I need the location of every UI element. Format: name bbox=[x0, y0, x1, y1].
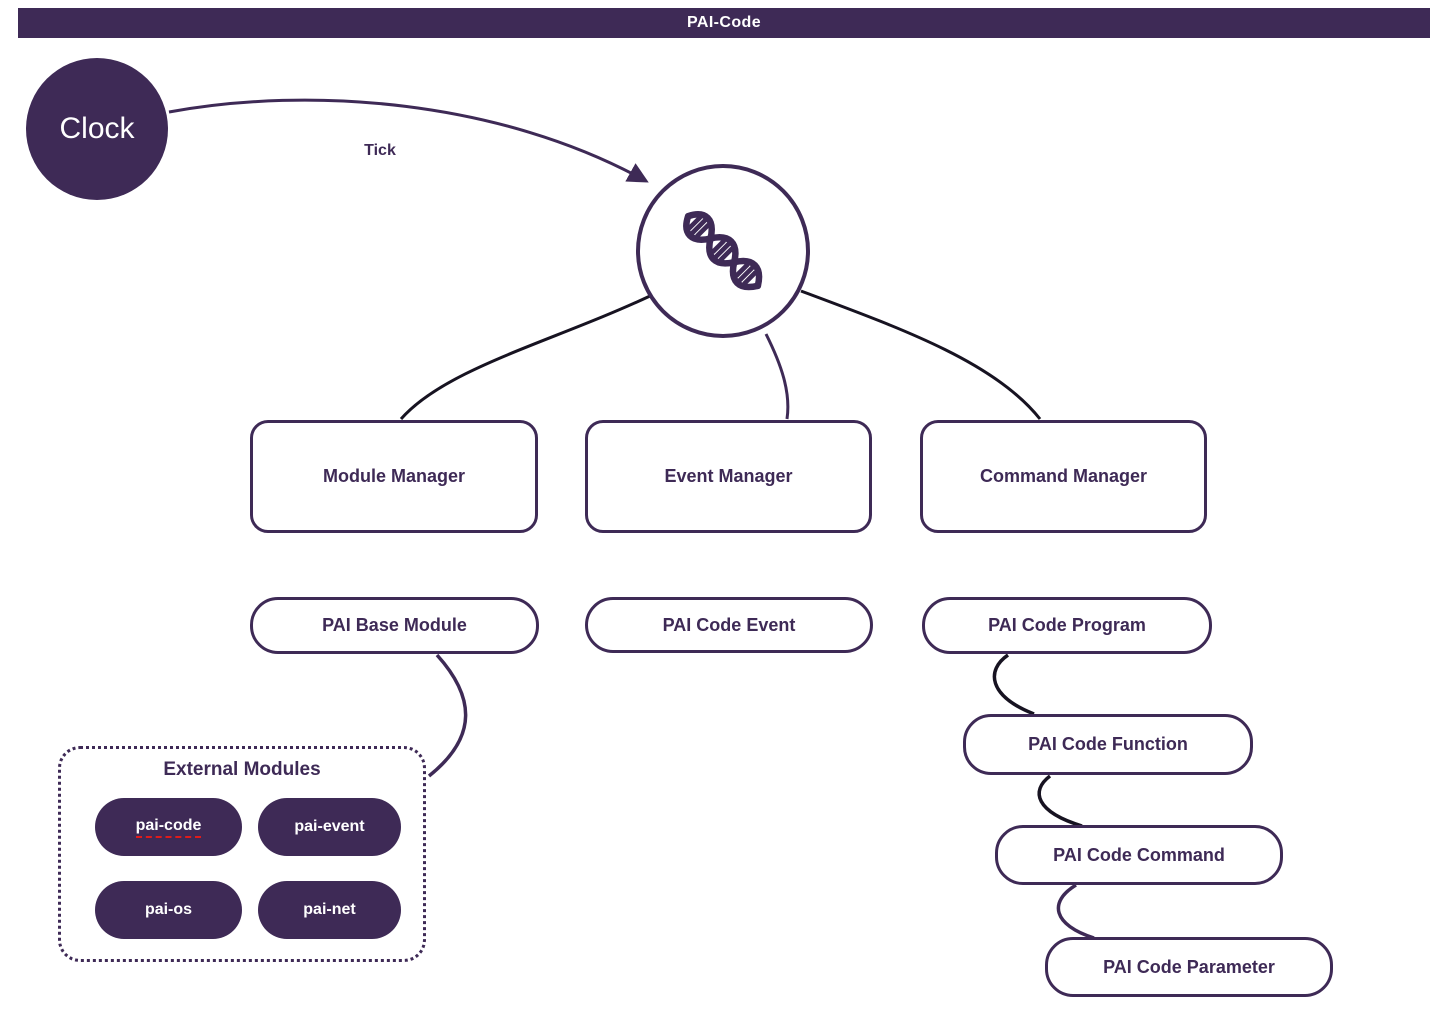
diagram-title-bar: PAI-Code bbox=[18, 8, 1430, 38]
pai-code-parameter-label: PAI Code Parameter bbox=[1103, 956, 1275, 977]
pai-code-command-label: PAI Code Command bbox=[1053, 844, 1225, 865]
node-pai-os-module[interactable]: pai-os bbox=[95, 881, 242, 939]
edge-label-tick: Tick bbox=[364, 142, 396, 159]
node-pai-code-program[interactable]: PAI Code Program bbox=[922, 597, 1212, 654]
group-external-modules[interactable]: External Modules pai-code pai-event pai-… bbox=[58, 746, 426, 962]
edge-command-to-parameter bbox=[1056, 883, 1095, 940]
node-pai-code-command[interactable]: PAI Code Command bbox=[995, 825, 1283, 885]
node-pai-code-function[interactable]: PAI Code Function bbox=[963, 714, 1253, 775]
node-pai-code-parameter[interactable]: PAI Code Parameter bbox=[1045, 937, 1333, 997]
pai-os-module-label: pai-os bbox=[144, 901, 193, 918]
edge-base-module-to-external bbox=[427, 653, 468, 778]
diagram-title: PAI-Code bbox=[686, 14, 761, 31]
pai-code-program-label: PAI Code Program bbox=[988, 615, 1146, 635]
command-manager-label: Command Manager bbox=[979, 466, 1148, 486]
pai-code-module-label: pai-code bbox=[135, 817, 202, 838]
clock-label: Clock bbox=[59, 112, 135, 145]
node-module-manager[interactable]: Module Manager bbox=[250, 420, 538, 533]
node-event-manager[interactable]: Event Manager bbox=[585, 420, 872, 533]
node-pai-base-module[interactable]: PAI Base Module bbox=[250, 597, 539, 654]
edge-function-to-command bbox=[1037, 774, 1083, 828]
module-manager-label: Module Manager bbox=[322, 466, 465, 486]
edge-program-to-function bbox=[992, 653, 1035, 716]
node-pai-event-module[interactable]: pai-event bbox=[258, 798, 401, 856]
edge-clock-to-core bbox=[168, 98, 649, 183]
edge-core-to-command-manager bbox=[800, 289, 1042, 420]
node-clock[interactable]: Clock bbox=[26, 58, 168, 200]
pai-base-module-label: PAI Base Module bbox=[322, 615, 467, 635]
node-pai-code-core[interactable] bbox=[636, 164, 810, 338]
event-manager-label: Event Manager bbox=[664, 466, 793, 486]
edge-core-to-event-manager bbox=[764, 333, 790, 420]
pai-code-function-label: PAI Code Function bbox=[1028, 734, 1188, 754]
node-pai-code-module[interactable]: pai-code bbox=[95, 798, 242, 856]
external-modules-title: External Modules bbox=[163, 759, 321, 780]
node-pai-code-event[interactable]: PAI Code Event bbox=[585, 597, 873, 653]
pai-net-module-label: pai-net bbox=[303, 901, 356, 918]
pai-code-event-label: PAI Code Event bbox=[662, 614, 796, 635]
pai-event-module-label: pai-event bbox=[294, 818, 365, 835]
node-command-manager[interactable]: Command Manager bbox=[920, 420, 1207, 533]
node-pai-net-module[interactable]: pai-net bbox=[258, 881, 401, 939]
edge-core-to-module-manager bbox=[399, 294, 651, 420]
dna-helix-icon bbox=[683, 211, 763, 291]
